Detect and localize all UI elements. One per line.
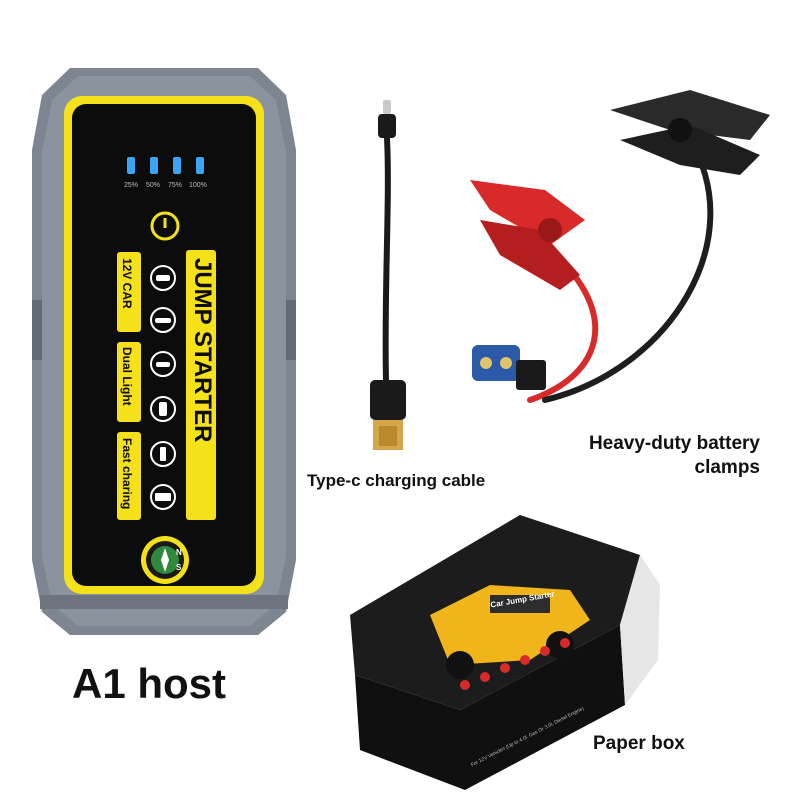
compass-n-letter: N (176, 548, 182, 557)
clamps-caption-line1: Heavy-duty battery (588, 433, 760, 454)
dual-light-label: Dual Light (120, 347, 134, 406)
level-25-label: 25% (124, 182, 139, 189)
battery-level-indicator (127, 157, 204, 174)
level-100-label: 100% (189, 182, 207, 189)
jump-starter-device: 25% 50% 75% 100% JUMP STARTER 12V CAR Du… (0, 0, 340, 660)
cable-illustration (370, 100, 406, 450)
paper-box: CAR JUMP STARTER WITH AIR COMPRESSOR Car… (340, 482, 680, 795)
device-illustration (32, 68, 296, 635)
host-caption: A1 host (72, 660, 227, 707)
cable-caption: Type-c charging cable (307, 471, 486, 490)
box-caption: Paper box (593, 733, 685, 754)
box-illustration (350, 515, 660, 790)
clamps-illustration (470, 90, 770, 403)
type-c-cable (350, 90, 430, 460)
clamps-caption: Heavy-duty battery clamps (555, 432, 760, 480)
12v-car-label: 12V CAR (120, 258, 134, 309)
level-75-label: 75% (168, 182, 183, 189)
clamps-caption-line2: clamps (694, 457, 760, 478)
battery-clamps (450, 70, 780, 430)
jump-starter-label: JUMP STARTER (189, 258, 216, 443)
compass-s-letter: S (176, 563, 182, 572)
fast-charging-label: Fast charing (120, 438, 134, 510)
level-50-label: 50% (146, 182, 161, 189)
